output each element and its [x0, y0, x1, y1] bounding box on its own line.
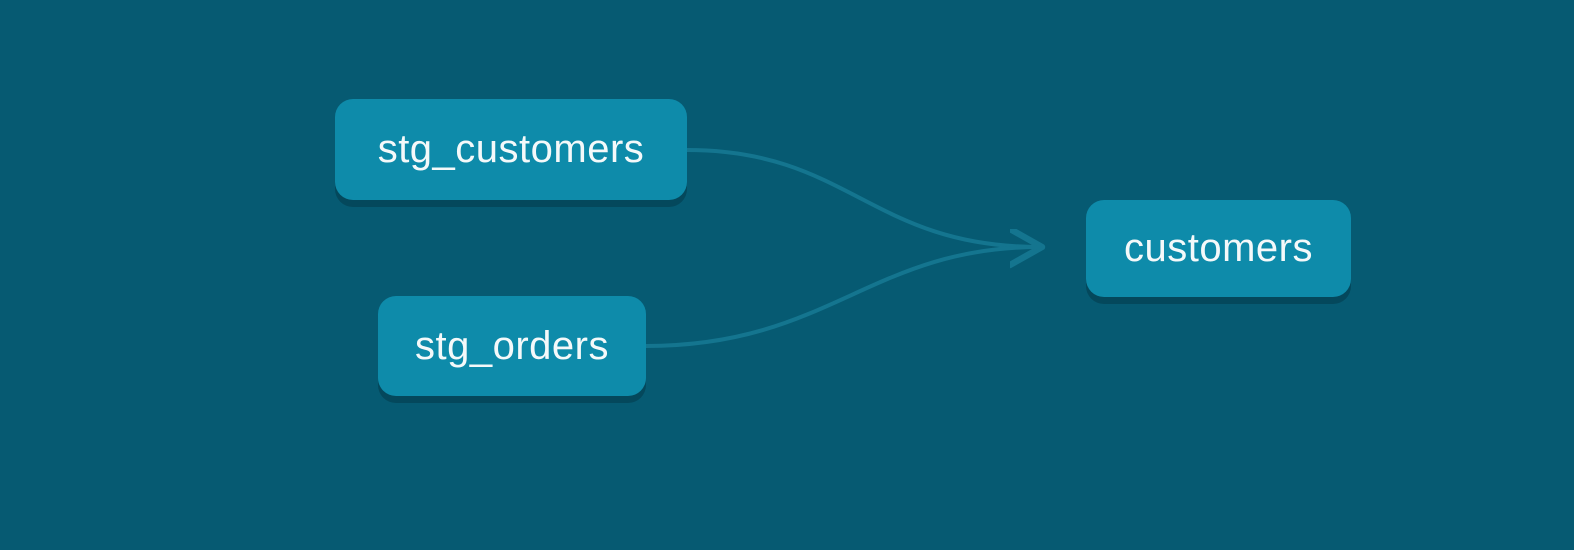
node-customers[interactable]: customers: [1086, 200, 1351, 297]
edge-stg-orders-to-customers: [644, 245, 1042, 348]
node-customers-label: customers: [1124, 226, 1313, 270]
node-stg-orders[interactable]: stg_orders: [378, 296, 646, 396]
node-stg-customers-label: stg_customers: [377, 127, 645, 171]
node-stg-customers[interactable]: stg_customers: [335, 99, 687, 200]
node-stg-orders-label: stg_orders: [415, 323, 609, 368]
edge-stg-customers-to-customers: [685, 148, 1040, 247]
